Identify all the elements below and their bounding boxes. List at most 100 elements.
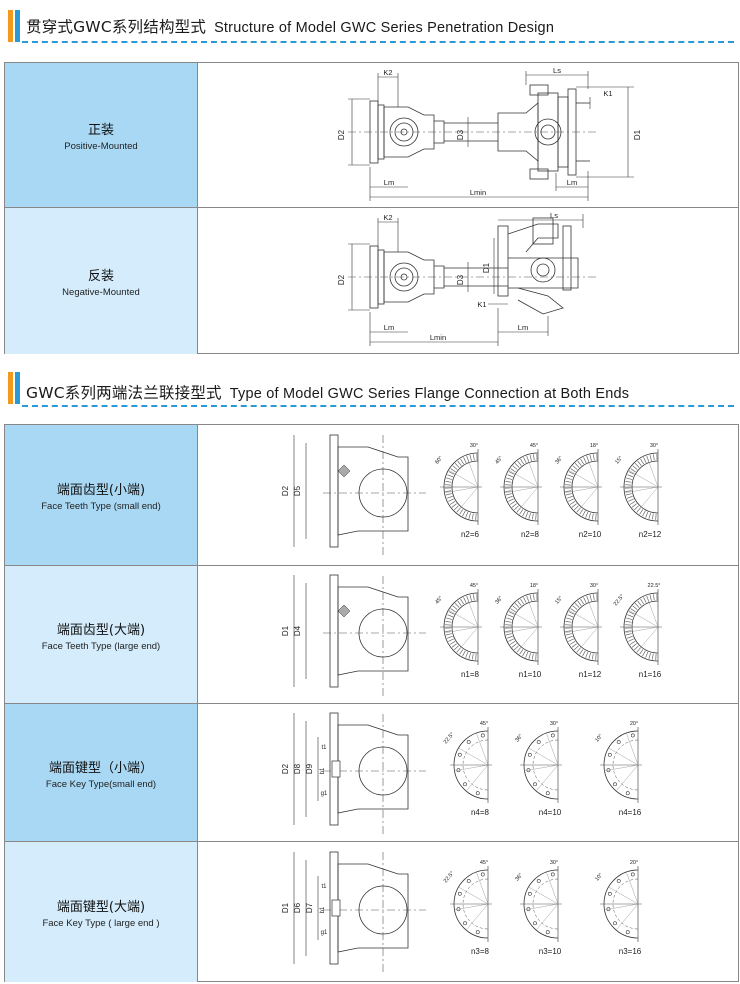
tooth-mark: [626, 477, 633, 480]
variant-caption: n4=16: [619, 808, 642, 817]
angle-label: 30°: [550, 721, 558, 727]
tooth-mark: [454, 505, 459, 511]
bolt-circle: [612, 878, 639, 930]
tooth-mark: [653, 454, 655, 461]
division-line: [508, 609, 539, 628]
tooth-mark: [589, 594, 592, 601]
angle-label: 30°: [650, 443, 658, 449]
bolt-hole: [533, 921, 537, 926]
tooth-mark: [626, 617, 633, 620]
division-line: [526, 594, 539, 628]
tooth-mark: [582, 650, 586, 657]
row-label-cn: 正装: [87, 122, 114, 138]
tooth-mark: [632, 605, 638, 610]
division-line: [458, 886, 489, 905]
division-line: [465, 764, 489, 792]
tooth-mark: [520, 598, 524, 605]
division-line: [455, 486, 479, 514]
dim-label: D5: [293, 485, 302, 496]
row-label-en: Face Key Type(small end): [45, 778, 157, 790]
tooth-mark: [529, 594, 532, 601]
tooth-mark: [450, 468, 456, 473]
tooth-mark: [509, 641, 516, 645]
bolt-hole: [456, 907, 461, 912]
division-line: [454, 903, 489, 911]
tooth-mark: [528, 512, 531, 519]
tooth-mark: [505, 633, 512, 636]
tooth-mark: [651, 653, 654, 660]
tooth-mark: [588, 652, 591, 659]
tooth-mark: [569, 641, 576, 645]
bolt-hole: [526, 768, 531, 773]
division-line: [646, 454, 659, 488]
tooth-mark: [648, 652, 651, 659]
tooth-mark: [454, 645, 459, 651]
tooth-mark: [523, 597, 527, 603]
tooth-mark: [445, 493, 452, 496]
orange-accent-bar: [8, 372, 13, 404]
bolt-hole: [630, 872, 635, 877]
bolt-hole: [475, 791, 480, 796]
angle-label: 60°: [434, 455, 444, 465]
tooth-mark: [625, 480, 632, 483]
row-label-en: Face Teeth Type (large end): [41, 640, 161, 652]
variant-caption: n3=10: [539, 947, 562, 956]
dim-k2: K2: [383, 68, 392, 77]
bolt-hole: [536, 740, 541, 744]
tooth-mark: [454, 603, 460, 608]
tooth-mark: [471, 653, 474, 660]
tooth-mark: [447, 474, 454, 478]
row-label-en: Negative-Mounted: [62, 286, 140, 298]
tooth-mark: [626, 495, 633, 499]
tooth-mark: [625, 620, 632, 623]
variant-caption: n2=12: [639, 530, 662, 539]
key-slot: [331, 899, 341, 917]
tooth-mark: [445, 490, 452, 492]
row-label-cn: 反装: [87, 268, 114, 284]
bolt-hole: [536, 879, 541, 883]
tooth-mark: [462, 650, 466, 657]
tooth-mark: [583, 597, 587, 603]
bolt-circle: [462, 739, 489, 791]
tooth-mark: [445, 630, 452, 632]
tooth-mark: [571, 503, 577, 508]
division-line: [455, 626, 479, 654]
bolt-hole: [463, 782, 467, 787]
tooth-mark: [640, 598, 644, 605]
angle-label: 22.5°: [443, 731, 456, 745]
angle-label: 30°: [470, 443, 478, 449]
row-label-cn: 端面键型(大端): [56, 899, 146, 915]
variant-caption: n1=12: [579, 670, 602, 679]
dim-label: g1: [321, 791, 328, 797]
positive-mounted-diagram: D2 D3 D1 K2 Ls K1 Lm Lmin Lm: [337, 66, 642, 201]
tooth-mark: [512, 465, 518, 470]
tooth-mark: [448, 611, 455, 615]
dim-d2: D2: [337, 129, 346, 140]
tooth-mark: [630, 468, 636, 473]
tooth-mark: [460, 598, 464, 605]
tooth-mark: [634, 645, 639, 651]
tooth-mark: [565, 493, 572, 496]
division-line: [465, 903, 489, 931]
structure-table: 正装 Positive-Mounted: [4, 62, 739, 354]
tooth-mark: [514, 645, 519, 651]
tooth-mark: [506, 635, 513, 639]
row-label-en: Face Teeth Type (small end): [41, 500, 161, 512]
division-line: [564, 486, 599, 494]
tooth-mark: [643, 457, 647, 463]
bolt-hole: [466, 740, 471, 744]
bolt-hole: [526, 907, 531, 912]
bolt-hole: [607, 752, 612, 757]
division-line: [628, 609, 659, 628]
tooth-mark: [449, 641, 456, 645]
dim-label: D9: [305, 763, 314, 774]
division-line: [515, 486, 539, 514]
variant-caption: n1=16: [639, 670, 662, 679]
tooth-mark: [565, 480, 572, 483]
angle-label: 22.5°: [648, 583, 661, 589]
